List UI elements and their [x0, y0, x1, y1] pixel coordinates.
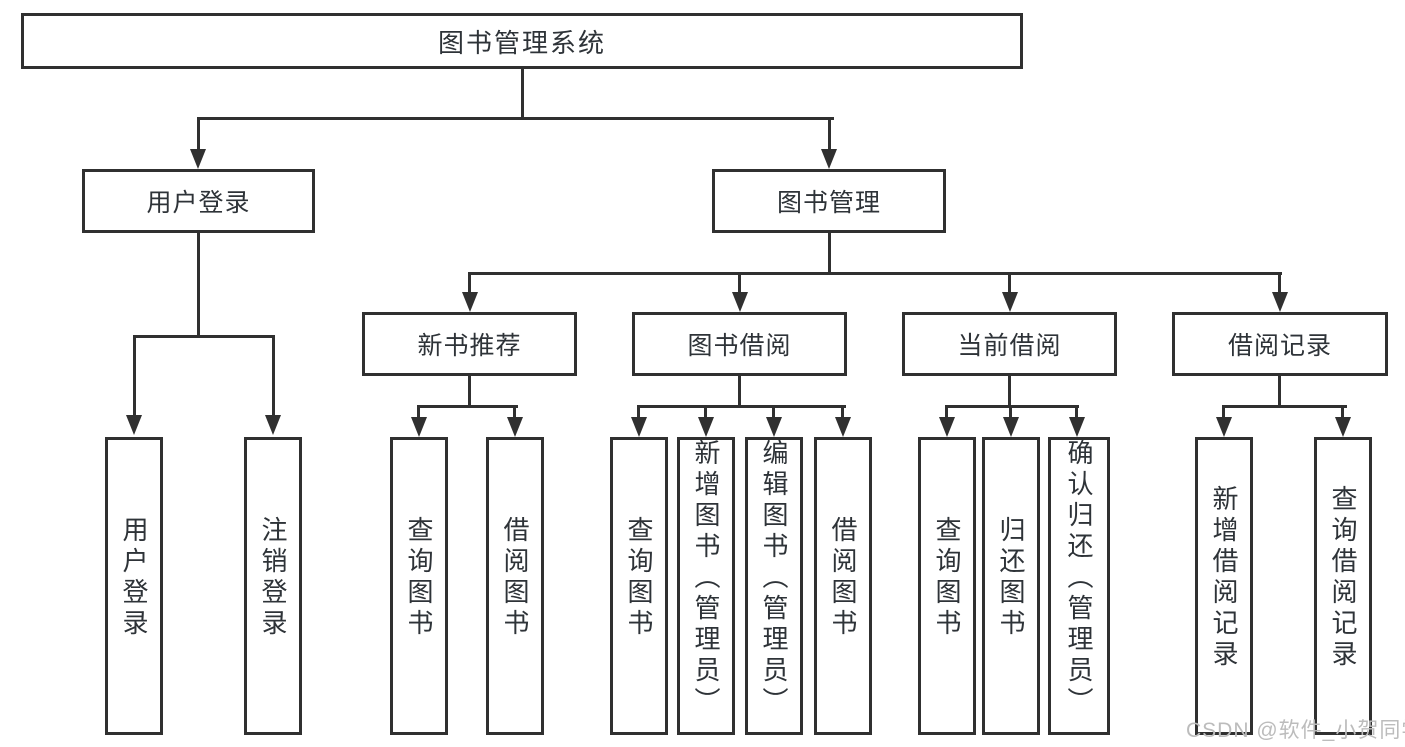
node-book-borrow: 图书借阅	[632, 312, 847, 376]
arrowhead-icon	[821, 149, 837, 169]
connector-stem	[637, 405, 640, 419]
arrowhead-icon	[1216, 417, 1232, 437]
leaf-borrow-book-recommend: 借阅图书	[486, 437, 544, 735]
leaf-label: 用户登录	[119, 516, 149, 640]
connector-root-hbar	[197, 117, 834, 120]
arrowhead-icon	[1069, 417, 1085, 437]
connector-book-mgmt-stem	[828, 233, 831, 274]
connector-user-login-hbar	[133, 335, 275, 338]
arrowhead-icon	[462, 292, 478, 312]
leaf-label: 归还图书	[996, 516, 1026, 640]
connector-stem	[1222, 405, 1225, 419]
connector-stem	[133, 335, 136, 417]
leaf-query-book-recommend: 查询图书	[390, 437, 448, 735]
node-current-borrow-label: 当前借阅	[957, 332, 1062, 360]
node-user-login: 用户登录	[82, 169, 315, 233]
leaf-label: 新增图书（管理员）	[691, 438, 721, 718]
connector-stem	[738, 272, 741, 294]
connector-stem	[272, 335, 275, 417]
leaf-query-book-borrow: 查询图书	[610, 437, 668, 735]
arrowhead-icon	[1272, 292, 1288, 312]
leaf-query-borrow-record: 查询借阅记录	[1314, 437, 1372, 735]
leaf-logout-login: 注销登录	[244, 437, 302, 735]
arrowhead-icon	[732, 292, 748, 312]
node-book-borrow-label: 图书借阅	[687, 332, 792, 360]
arrowhead-icon	[190, 149, 206, 169]
node-borrow-record-label: 借阅记录	[1227, 332, 1332, 360]
connector-stem	[468, 272, 471, 294]
arrowhead-icon	[507, 417, 523, 437]
node-new-book-recommend-label: 新书推荐	[417, 332, 522, 360]
connector-stem	[828, 117, 831, 151]
leaf-query-book-current: 查询图书	[918, 437, 976, 735]
node-current-borrow: 当前借阅	[902, 312, 1117, 376]
arrowhead-icon	[835, 417, 851, 437]
leaf-label: 查询图书	[404, 516, 434, 640]
connector-stem	[1341, 405, 1344, 419]
leaf-user-login: 用户登录	[105, 437, 163, 735]
connector-stem	[1075, 405, 1078, 419]
node-root: 图书管理系统	[21, 13, 1023, 69]
arrowhead-icon	[1335, 417, 1351, 437]
arrowhead-icon	[1003, 417, 1019, 437]
arrowhead-icon	[766, 417, 782, 437]
arrowhead-icon	[265, 415, 281, 435]
connector-current-borrow-stem	[1008, 376, 1011, 407]
node-book-management: 图书管理	[712, 169, 946, 233]
connector-book-borrow-hbar	[637, 405, 846, 408]
connector-user-login-stem	[197, 233, 200, 337]
connector-stem	[513, 405, 516, 419]
arrowhead-icon	[631, 417, 647, 437]
connector-stem	[197, 117, 200, 151]
connector-stem	[417, 405, 420, 419]
arrowhead-icon	[1002, 292, 1018, 312]
connector-current-borrow-hbar	[945, 405, 1079, 408]
connector-root-stem	[521, 68, 524, 117]
node-new-book-recommend: 新书推荐	[362, 312, 577, 376]
connector-stem	[945, 405, 948, 419]
leaf-label: 编辑图书（管理员）	[759, 438, 789, 718]
connector-new-book-hbar	[417, 405, 518, 408]
leaf-return-book: 归还图书	[982, 437, 1040, 735]
connector-stem	[841, 405, 844, 419]
leaf-confirm-return-admin: 确认归还（管理员）	[1048, 437, 1110, 735]
leaf-label: 确认归还（管理员）	[1064, 438, 1094, 718]
leaf-add-borrow-record: 新增借阅记录	[1195, 437, 1253, 735]
leaf-label: 查询图书	[624, 516, 654, 640]
connector-book-mgmt-hbar	[468, 272, 1282, 275]
node-borrow-record: 借阅记录	[1172, 312, 1388, 376]
connector-stem	[772, 405, 775, 419]
leaf-label: 注销登录	[258, 516, 288, 640]
leaf-label: 借阅图书	[500, 516, 530, 640]
node-user-login-label: 用户登录	[146, 189, 251, 217]
leaf-label: 查询借阅记录	[1328, 485, 1358, 671]
node-book-management-label: 图书管理	[776, 189, 881, 217]
connector-new-book-stem	[468, 376, 471, 407]
connector-borrow-record-stem	[1278, 376, 1281, 407]
leaf-label: 查询图书	[932, 516, 962, 640]
arrowhead-icon	[411, 417, 427, 437]
arrowhead-icon	[126, 415, 142, 435]
node-root-label: 图书管理系统	[437, 27, 606, 58]
arrowhead-icon	[698, 417, 714, 437]
watermark: CSDN @软件_小贺同学	[1186, 719, 1405, 742]
connector-stem	[1009, 405, 1012, 419]
connector-stem	[1008, 272, 1011, 294]
leaf-label: 借阅图书	[828, 516, 858, 640]
connector-stem	[1278, 272, 1281, 294]
leaf-edit-book-admin: 编辑图书（管理员）	[745, 437, 803, 735]
leaf-borrow-book: 借阅图书	[814, 437, 872, 735]
connector-borrow-record-hbar	[1222, 405, 1347, 408]
connector-stem	[704, 405, 707, 419]
leaf-label: 新增借阅记录	[1209, 485, 1239, 671]
connector-book-borrow-stem	[738, 376, 741, 407]
arrowhead-icon	[939, 417, 955, 437]
leaf-add-book-admin: 新增图书（管理员）	[677, 437, 735, 735]
